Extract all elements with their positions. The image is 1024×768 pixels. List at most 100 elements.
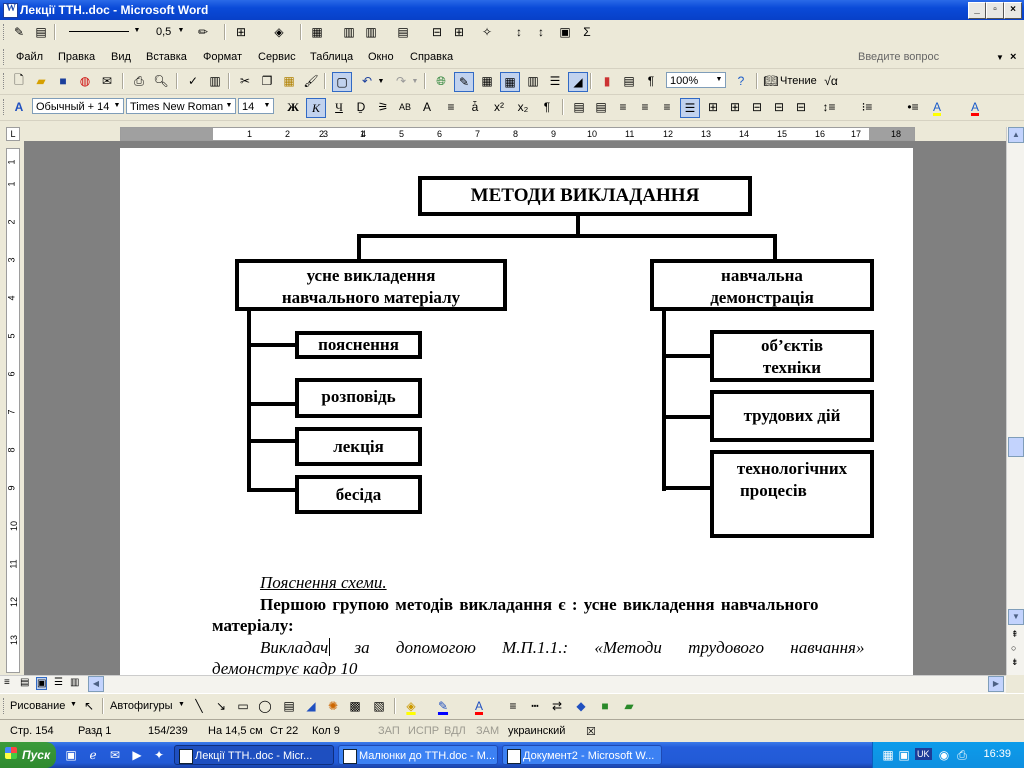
line-tool-icon[interactable]: ╲ bbox=[195, 699, 203, 713]
insert-excel-icon[interactable]: ▦ bbox=[500, 72, 520, 92]
spelling-icon[interactable]: ✓ bbox=[187, 74, 199, 88]
redo-icon[interactable]: ↷ bbox=[395, 74, 407, 88]
autoshapes-dropdown-icon[interactable]: ▼ bbox=[178, 701, 185, 708]
print-layout-icon[interactable]: ▣ bbox=[36, 677, 48, 690]
autoshapes-button[interactable]: Автофигуры bbox=[110, 700, 173, 712]
horizontal-ruler[interactable]: 2 1 1 2 3 4 5 6 7 8 9 10 11 12 13 14 15 … bbox=[120, 127, 915, 141]
arrow-style-icon[interactable]: ⇄ bbox=[551, 699, 563, 713]
read-icon[interactable]: 📖︎ bbox=[763, 74, 779, 88]
wordart-icon[interactable]: ◢ bbox=[306, 699, 316, 713]
cut-icon[interactable]: ✂ bbox=[239, 74, 251, 88]
merge-cells-icon[interactable]: ▥ bbox=[343, 25, 355, 39]
line-weight-select[interactable]: 0,5▼ bbox=[156, 26, 185, 38]
font-select[interactable]: Times New Roman▼ bbox=[126, 98, 236, 114]
diagram-icon[interactable]: ✺ bbox=[327, 699, 339, 713]
menu-insert[interactable]: Вставка bbox=[146, 51, 187, 63]
underline-button[interactable]: Ч bbox=[335, 99, 343, 114]
menu-format[interactable]: Формат bbox=[203, 51, 243, 63]
superscript-icon[interactable]: x² bbox=[494, 100, 504, 114]
tab-selector[interactable]: L bbox=[6, 127, 20, 141]
draw-dropdown-icon[interactable]: ▼ bbox=[70, 701, 77, 708]
styles-icon[interactable]: A bbox=[14, 100, 24, 114]
autoformat-icon[interactable]: ✧ bbox=[481, 25, 493, 39]
menu-file[interactable]: Файл bbox=[16, 51, 44, 63]
align-right-icon[interactable]: ≡ bbox=[663, 100, 671, 114]
ltr-icon[interactable]: ¶ bbox=[543, 100, 551, 114]
borders-icon[interactable]: ⊞ bbox=[235, 25, 247, 39]
format-painter-icon[interactable]: 🖌︎ bbox=[303, 74, 319, 88]
toolbar-grip[interactable] bbox=[3, 24, 7, 40]
scroll-down-button[interactable]: ▼ bbox=[1008, 609, 1024, 625]
sort-desc-icon[interactable]: ↕ bbox=[538, 25, 544, 39]
highlight-icon[interactable]: A bbox=[932, 100, 941, 114]
sigma-icon[interactable]: Σ bbox=[583, 25, 591, 39]
outlook-icon[interactable]: ✉ bbox=[109, 748, 121, 762]
border-toggle-icon[interactable]: ▢ bbox=[332, 72, 352, 92]
word-app-icon[interactable] bbox=[3, 3, 18, 18]
close-doc-icon[interactable]: × bbox=[1010, 51, 1017, 63]
subscript-icon[interactable]: x₂ bbox=[517, 100, 529, 114]
line-style-select[interactable]: ▼ bbox=[62, 23, 144, 39]
permission-icon[interactable]: ◍ bbox=[79, 74, 91, 88]
columns2-icon[interactable]: ☰ bbox=[549, 74, 561, 88]
undo-icon[interactable]: ↶ bbox=[361, 74, 373, 88]
autosum-icon[interactable]: ▣ bbox=[559, 25, 571, 39]
draw-menu-button[interactable]: Рисование bbox=[10, 700, 66, 712]
distribute-cols-icon[interactable]: ⊞ bbox=[453, 25, 465, 39]
status-language[interactable]: украинский bbox=[508, 725, 566, 737]
rectangle-tool-icon[interactable]: ▭ bbox=[237, 699, 249, 713]
fill-color-icon[interactable]: ◈ bbox=[406, 699, 416, 713]
clipart-icon[interactable]: ▩ bbox=[349, 699, 361, 713]
horizontal-scrollbar[interactable]: ≡ ▤ ▣ ☰ ▥ ◀ ▶ bbox=[0, 675, 1006, 693]
forms-icon[interactable]: ▤ bbox=[35, 25, 47, 39]
network-icon[interactable]: ▦ bbox=[882, 748, 894, 762]
font-size-select[interactable]: 14▼ bbox=[238, 98, 274, 114]
document-map-icon[interactable]: ▤ bbox=[623, 74, 635, 88]
columns-icon[interactable]: ▥ bbox=[527, 74, 539, 88]
arrow-tool-icon[interactable]: ↘ bbox=[215, 699, 227, 713]
research-icon[interactable]: ▥ bbox=[209, 74, 221, 88]
distribute-rows-icon[interactable]: ⊟ bbox=[431, 25, 443, 39]
help-icon[interactable]: ? bbox=[737, 74, 745, 88]
menu-window[interactable]: Окно bbox=[368, 51, 394, 63]
vertical-scrollbar[interactable]: ▲ ▼ ⇞ ○ ⇟ bbox=[1006, 127, 1024, 675]
line-color-icon[interactable]: ✎ bbox=[437, 699, 449, 713]
outline-view-icon[interactable]: ☰ bbox=[54, 677, 63, 688]
align-left-icon[interactable]: ≡ bbox=[619, 100, 627, 114]
3d-style-icon[interactable]: ■ bbox=[601, 699, 609, 713]
equation-icon[interactable]: √α bbox=[824, 74, 838, 88]
browse-object-icon[interactable]: ○ bbox=[1011, 643, 1017, 653]
oval-tool-icon[interactable]: ◯ bbox=[258, 699, 272, 713]
next-page-icon[interactable]: ⇟ bbox=[1011, 657, 1019, 667]
chart-icon[interactable]: ▮ bbox=[603, 74, 611, 88]
status-ext[interactable]: ВДЛ bbox=[444, 725, 466, 737]
printer-icon[interactable]: ⎙ bbox=[957, 747, 967, 762]
document-page[interactable]: МЕТОДИ ВИКЛАДАННЯ усне викладення навчал… bbox=[120, 148, 913, 678]
web-view-icon[interactable]: ▤ bbox=[20, 677, 30, 688]
clock[interactable]: 16:39 bbox=[983, 748, 1011, 760]
insert-table-icon[interactable]: ▦ bbox=[481, 74, 493, 88]
table-align5-icon[interactable]: ⊟ bbox=[795, 100, 807, 114]
help-dropdown-icon[interactable]: ▼ bbox=[996, 53, 1004, 62]
table-align-icon[interactable]: ⊞ bbox=[707, 100, 719, 114]
taskbar-item[interactable]: Лекції ТТН..doc - Micr... bbox=[174, 745, 334, 765]
shading-icon[interactable]: ◈ bbox=[274, 25, 284, 39]
print-preview-icon[interactable]: 🔍︎ bbox=[153, 74, 169, 88]
scroll-up-button[interactable]: ▲ bbox=[1008, 127, 1024, 143]
copy-icon[interactable]: ❐ bbox=[261, 74, 273, 88]
scroll-right-button[interactable]: ▶ bbox=[988, 676, 1004, 692]
menu-tools[interactable]: Сервис bbox=[258, 51, 296, 63]
paste-icon[interactable]: ▦ bbox=[283, 74, 295, 88]
table-align2-icon[interactable]: ⊞ bbox=[729, 100, 741, 114]
textbox-tool-icon[interactable]: ▤ bbox=[283, 699, 295, 713]
normal-view-icon[interactable]: ≡ bbox=[4, 677, 10, 688]
strike-icon[interactable]: ⚞ bbox=[377, 100, 389, 114]
justify-icon[interactable]: ☰ bbox=[680, 98, 700, 118]
toolbar-grip[interactable] bbox=[3, 73, 7, 89]
shadow-icon[interactable]: ◆ bbox=[576, 699, 586, 713]
close-button[interactable]: × bbox=[1004, 2, 1022, 19]
status-trk[interactable]: ИСПР bbox=[408, 725, 440, 737]
spelling-status-icon[interactable]: ☒ bbox=[586, 726, 596, 738]
char-scale-icon[interactable]: ǡ bbox=[471, 100, 479, 114]
align-icon[interactable]: ▤ bbox=[397, 25, 409, 39]
